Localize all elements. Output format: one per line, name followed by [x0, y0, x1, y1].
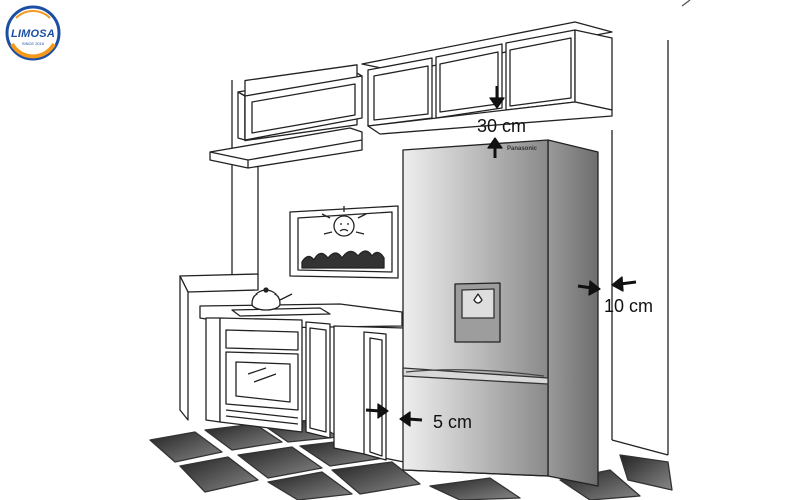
arrow-side-left-icon [611, 276, 637, 292]
logo-name: LIMOSA [11, 28, 55, 40]
top-gap-label: 30 cm [477, 116, 527, 136]
limosa-logo: LIMOSA SINCE 2016 [4, 4, 62, 62]
window [289, 205, 399, 279]
arrow-side-right-icon [577, 280, 601, 296]
logo-tagline: SINCE 2016 [21, 41, 45, 46]
floor-tiles [149, 419, 673, 500]
side-gap-label: 10 cm [604, 296, 654, 316]
walls [231, 0, 691, 456]
refrigerator [402, 139, 599, 487]
back-gap-label: 5 cm [433, 412, 473, 432]
arrow-top-down-icon [489, 86, 505, 109]
kettle [231, 287, 331, 317]
upper-cabinet-left [237, 64, 363, 142]
fridge-brand: Panasonic [507, 146, 538, 152]
arrow-top-up-icon [487, 137, 503, 158]
upper-cabinets-right [361, 21, 613, 135]
logo-ring-icon [5, 5, 61, 61]
arrow-back-left-icon [399, 411, 423, 427]
range-hood [209, 127, 363, 169]
arrow-back-right-icon [365, 403, 389, 419]
